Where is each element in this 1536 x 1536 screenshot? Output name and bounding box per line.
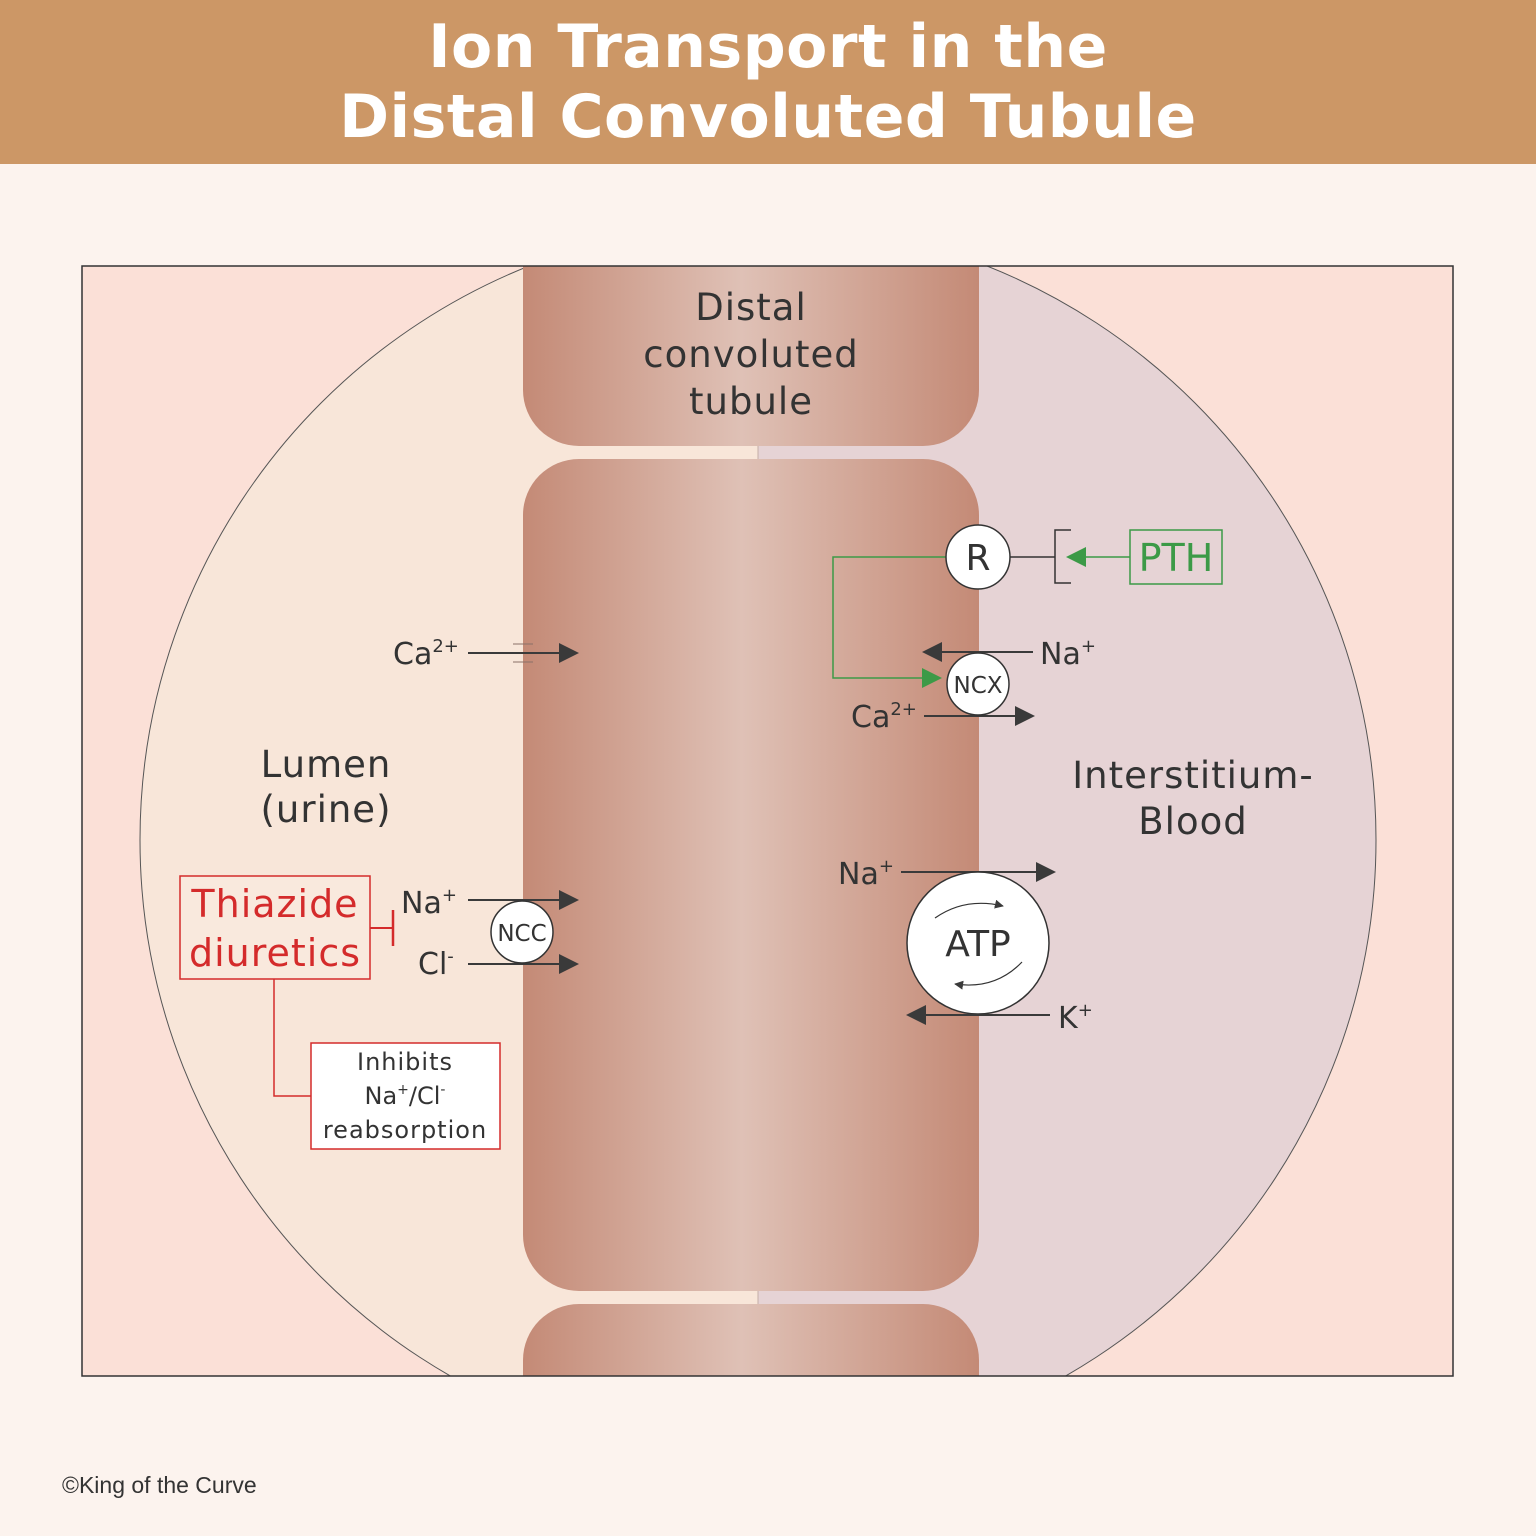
apical-calcium-channel: Ca2+ <box>393 636 579 672</box>
ncc-cl-label: Cl- <box>418 946 454 982</box>
effect-connector <box>273 979 311 1097</box>
lumen-label-1: Lumen <box>261 743 392 786</box>
ncx-na-label: Na+ <box>1040 636 1096 672</box>
receptor-label: R <box>965 538 990 579</box>
tubule-label-1: Distal <box>695 286 807 329</box>
header-banner: Ion Transport in the Distal Convoluted T… <box>0 0 1536 164</box>
pth-label: PTH <box>1139 536 1214 580</box>
ncc-circle <box>490 900 554 964</box>
effect-label-3: reabsorption <box>323 1116 487 1144</box>
pth-signaling: R PTH <box>832 524 1223 688</box>
pump-na-label: Na+ <box>838 856 894 892</box>
atp-label: ATP <box>945 924 1011 965</box>
tubule-label-3: tubule <box>689 380 813 423</box>
interstitium-label-2: Blood <box>1138 800 1247 843</box>
ncx-circle <box>946 652 1010 716</box>
na-k-atpase: Na+ ATP K+ <box>838 856 1093 1036</box>
effect-label-2: Na+/Cl- <box>365 1082 446 1110</box>
region-outline <box>139 266 1377 1376</box>
thiazide-label-2: diuretics <box>189 931 361 975</box>
ncc-na-label: Na+ <box>401 885 457 921</box>
ncx-ca-label: Ca2+ <box>851 699 917 735</box>
tubule-cell-bottom <box>523 1304 979 1376</box>
tubule-cell-top <box>523 266 979 446</box>
pth-box <box>1129 529 1223 585</box>
receptor-signal-line <box>832 556 946 688</box>
atp-cycle-arrow-bottom <box>954 961 1023 990</box>
ncx-label: NCX <box>953 673 1002 699</box>
pump-k-label: K+ <box>1058 1000 1093 1036</box>
copyright-text: ©King of the Curve <box>62 1472 257 1498</box>
ncx-exchanger: Na+ Ca2+ NCX <box>851 636 1096 735</box>
thiazide-label-1: Thiazide <box>190 882 358 926</box>
tubule-cell-main <box>523 459 979 1291</box>
apical-ca-label: Ca2+ <box>393 636 459 672</box>
title-line-2: Distal Convoluted Tubule <box>339 82 1197 152</box>
effect-label-1: Inhibits <box>357 1048 453 1076</box>
thiazide-box <box>179 875 371 980</box>
thiazide-block: Thiazide diuretics Inhibits Na+/Cl- reab… <box>179 875 501 1150</box>
tubule-label-2: convoluted <box>643 333 858 376</box>
interstitium-label-1: Interstitium- <box>1072 754 1314 797</box>
title-line-1: Ion Transport in the <box>428 12 1108 82</box>
receptor-bracket <box>1054 529 1071 584</box>
atp-cycle-arrow-top <box>934 899 1004 919</box>
panel-border <box>81 265 1454 1377</box>
effect-box <box>310 1042 501 1150</box>
ncc-cotransporter: Na+ Cl- NCC <box>401 885 579 982</box>
ncc-label: NCC <box>497 921 546 947</box>
lumen-label-2: (urine) <box>260 788 391 831</box>
